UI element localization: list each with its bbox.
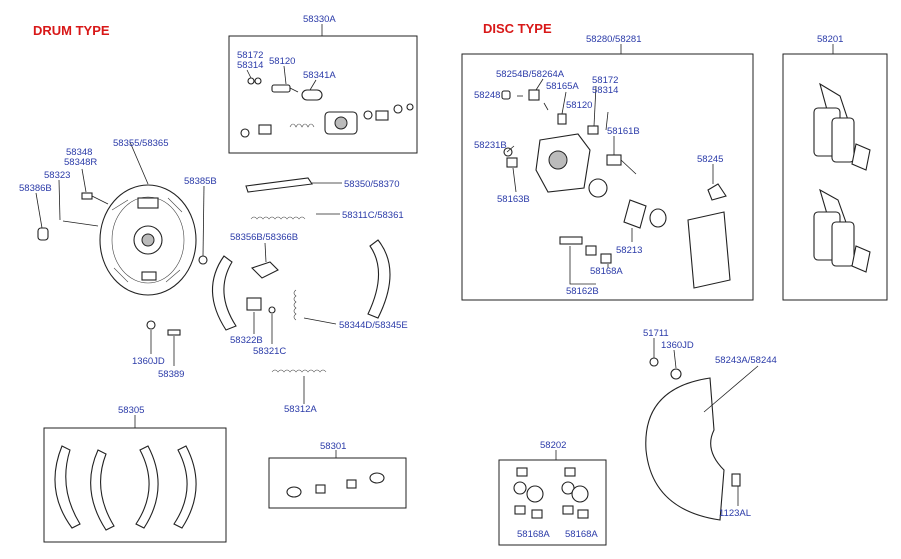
repair-kit-box — [268, 457, 407, 509]
spring-58311C — [250, 216, 306, 220]
spring-58312A — [271, 369, 327, 373]
wheel-cylinder-parts — [240, 77, 414, 138]
label-58248: 58248 — [474, 90, 500, 101]
label-58172-disc: 58172 — [592, 75, 618, 86]
part-labels: 58330A 58172 58314 58120 58341A 58348 58… — [19, 14, 843, 540]
backing-plate-hardware — [37, 192, 208, 336]
label-58301: 58301 — [320, 441, 346, 452]
dust-shield — [645, 357, 741, 521]
label-58355: 58355/58365 — [113, 138, 168, 149]
caliper-parts — [501, 89, 731, 289]
label-58356B: 58356B/58366B — [230, 232, 298, 243]
label-58162B: 58162B — [566, 286, 599, 297]
disc-type-title: DISC TYPE — [483, 21, 552, 36]
seal-kit-parts — [513, 467, 589, 519]
drum-type-title: DRUM TYPE — [33, 23, 110, 38]
label-58348: 58348 — [66, 147, 92, 158]
lever-58356B — [250, 261, 279, 279]
caliper-box — [461, 53, 754, 301]
label-58314-drum: 58314 — [237, 60, 263, 71]
seal-kit-box — [498, 459, 607, 546]
label-58341A: 58341A — [303, 70, 336, 81]
label-58165A: 58165A — [546, 81, 579, 92]
label-58213: 58213 — [616, 245, 642, 256]
pad-set-box — [782, 53, 888, 301]
label-58348R: 58348R — [64, 157, 97, 168]
label-58231B: 58231B — [474, 140, 507, 151]
brake-shoe-single — [211, 239, 391, 331]
label-58120-drum: 58120 — [269, 56, 295, 67]
shoe-set-parts — [54, 445, 197, 531]
label-51711: 51711 — [643, 328, 669, 339]
label-1123AL: 1123AL — [719, 508, 751, 519]
label-58323: 58323 — [44, 170, 70, 181]
label-58172-drum: 58172 — [237, 50, 263, 61]
label-58350: 58350/58370 — [344, 179, 399, 190]
label-58254B: 58254B/58264A — [496, 69, 565, 80]
label-58330A: 58330A — [303, 14, 336, 25]
label-58243A: 58243A/58244 — [715, 355, 777, 366]
spring-58344D — [293, 289, 297, 321]
pad-set-parts — [813, 82, 871, 273]
label-58163B: 58163B — [497, 194, 530, 205]
label-58311C: 58311C/58361 — [342, 210, 404, 221]
backing-plate — [99, 184, 197, 296]
label-58168A-caliper: 58168A — [590, 266, 623, 277]
adjuster-lever-58350 — [245, 177, 313, 193]
label-58280: 58280/58281 — [586, 34, 641, 45]
label-58168A-kit-left: 58168A — [517, 529, 550, 540]
label-58314-disc: 58314 — [592, 85, 618, 96]
label-58322B: 58322B — [230, 335, 263, 346]
spring-58322B — [246, 297, 276, 314]
label-58305: 58305 — [118, 405, 144, 416]
label-58168A-kit-right: 58168A — [565, 529, 598, 540]
label-58385B: 58385B — [184, 176, 217, 187]
label-58245: 58245 — [697, 154, 723, 165]
label-58201: 58201 — [817, 34, 843, 45]
label-58202: 58202 — [540, 440, 566, 451]
label-58389: 58389 — [158, 369, 184, 380]
label-58344D: 58344D/58345E — [339, 320, 408, 331]
label-58312A: 58312A — [284, 404, 317, 415]
label-58386B: 58386B — [19, 183, 52, 194]
label-58161B: 58161B — [607, 126, 640, 137]
repair-kit-parts — [286, 472, 385, 498]
label-58120-disc: 58120 — [566, 100, 592, 111]
label-1360JD-disc: 1360JD — [661, 340, 694, 351]
leader-lines — [35, 24, 834, 506]
label-1360JD-drum: 1360JD — [132, 356, 165, 367]
wheel-cylinder-box — [228, 35, 418, 154]
label-58321C: 58321C — [253, 346, 286, 357]
